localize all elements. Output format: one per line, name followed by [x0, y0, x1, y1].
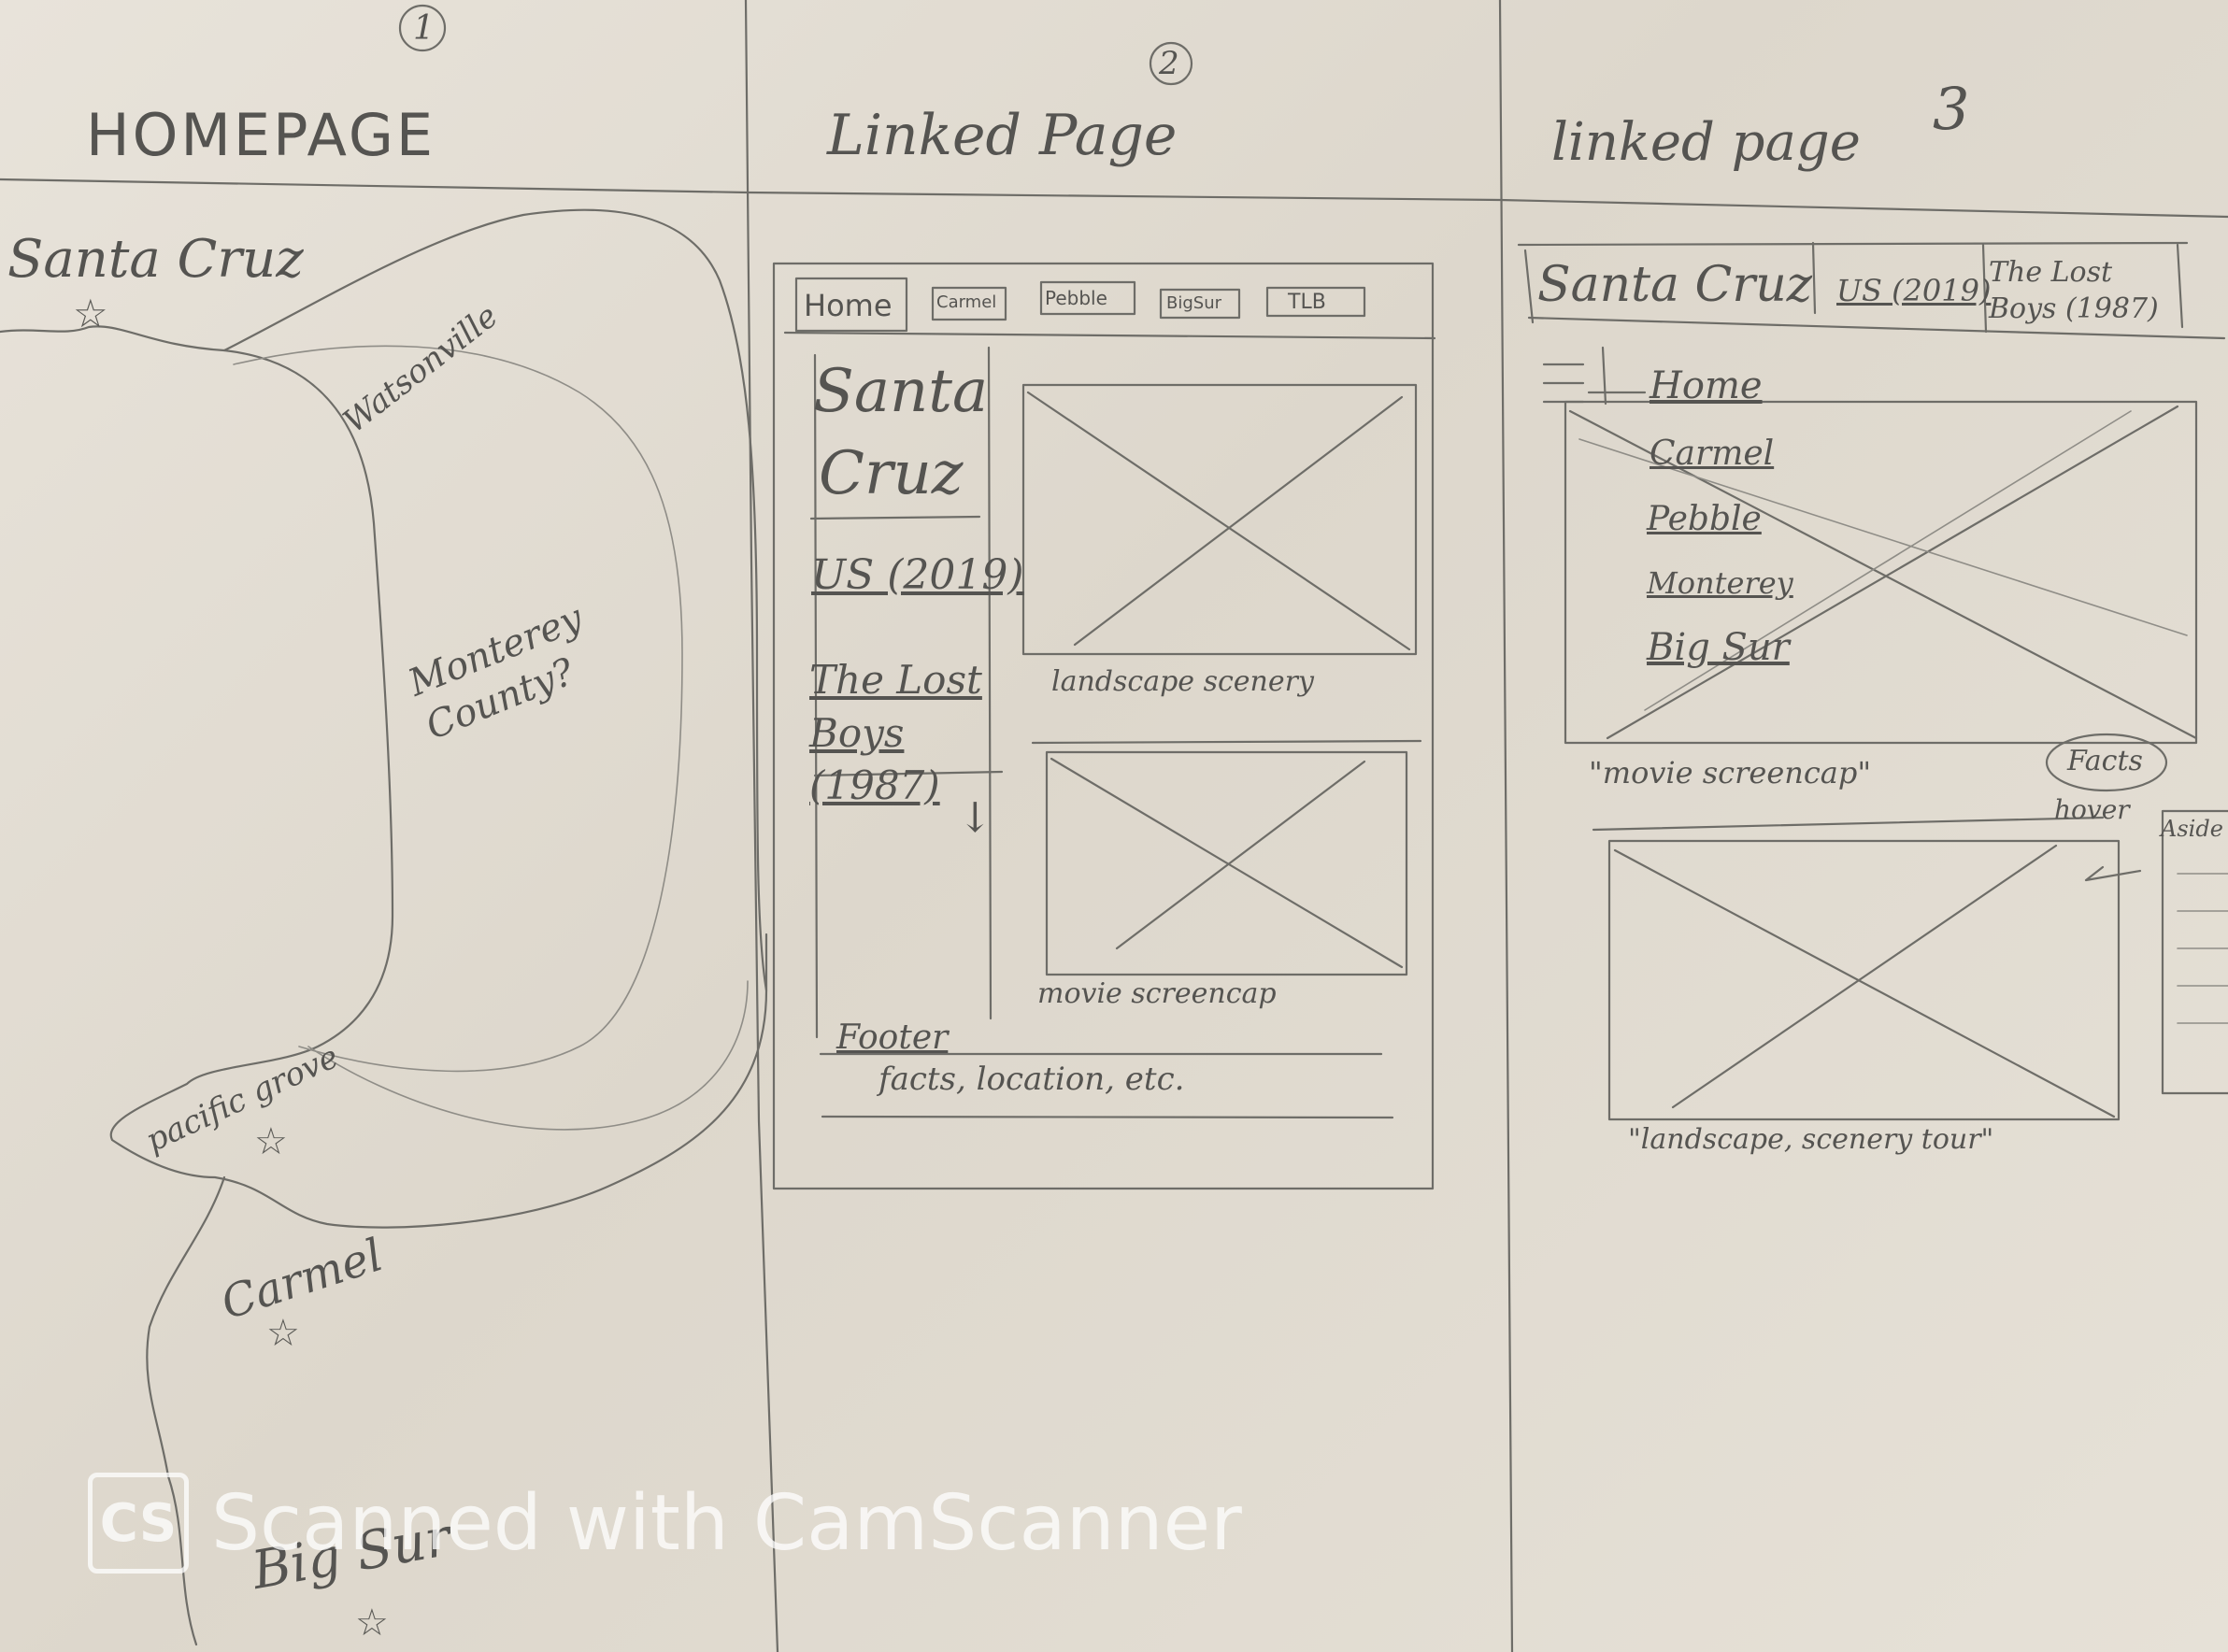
nav-tab-home[interactable]: Home [804, 288, 893, 323]
header-tab-santa-cruz[interactable]: Santa Cruz [1537, 257, 1813, 313]
panel3-title: linked page [1551, 112, 1861, 173]
menu-item-home[interactable]: Home [1650, 364, 1763, 407]
hamburger-menu-icon[interactable] [1540, 350, 1587, 406]
big-sur-star-icon: ☆ [355, 1602, 389, 1645]
nav-tab-tlb[interactable]: TLB [1288, 291, 1326, 314]
menu-item-pebble[interactable]: Pebble [1647, 500, 1762, 538]
scroll-down-arrow-icon: ↓ [958, 794, 993, 842]
nav-tab-big-sur[interactable]: BigSur [1166, 293, 1222, 313]
panel-divider-2 [1498, 0, 1514, 1652]
pacific-grove-star-icon: ☆ [254, 1120, 288, 1163]
header-tab-us[interactable]: US (2019) [1836, 273, 1992, 308]
sidebar-link-lost-boys[interactable]: The Lost Boys (1987) [809, 657, 982, 809]
header-rule [0, 178, 2228, 219]
facts-button[interactable]: Facts [2067, 745, 2143, 777]
panel2-title: Linked Page [827, 103, 1178, 168]
map-label-santa-cruz: Santa Cruz [7, 229, 304, 290]
panel3-wireframe [1517, 241, 2228, 1121]
panel2-number: 2 [1159, 45, 1179, 82]
image-caption-landscape-tour: "landscape, scenery tour" [1628, 1123, 1994, 1156]
map-outline [0, 208, 768, 1646]
sidebar-link-us[interactable]: US (2019) [811, 551, 1024, 599]
panel1-title: HOMEPAGE [86, 101, 436, 169]
sidebar-heading-line1: Santa [813, 357, 989, 426]
image-caption-movie-screencap: "movie screencap" [1589, 755, 1872, 790]
nav-tab-carmel[interactable]: Carmel [936, 292, 997, 312]
menu-item-big-sur[interactable]: Big Sur [1647, 626, 1790, 669]
menu-item-monterey[interactable]: Monterey [1647, 565, 1793, 601]
panel-divider-1 [744, 0, 779, 1652]
hover-note: hover [2054, 794, 2130, 825]
panel2-wireframe [772, 262, 1436, 1190]
menu-item-carmel[interactable]: Carmel [1650, 434, 1775, 473]
sidebar-heading-line2: Cruz [819, 439, 964, 508]
footer-title: Footer [836, 1018, 949, 1057]
carmel-star-icon: ☆ [266, 1312, 300, 1355]
panel2-number-circle [1149, 41, 1193, 86]
santa-cruz-star-icon: ☆ [73, 291, 108, 336]
header-tab-lost-boys[interactable]: The Lost Boys (1987) [1989, 256, 2159, 325]
camscanner-watermark: CS Scanned with CamScanner [88, 1473, 1242, 1574]
panel1-number: 1 [413, 9, 435, 48]
panel1-number-circle [398, 4, 447, 52]
footer-text: facts, location, etc. [878, 1061, 1185, 1098]
camscanner-text: Scanned with CamScanner [211, 1478, 1242, 1568]
nav-tab-pebble[interactable]: Pebble [1045, 287, 1107, 309]
image-caption-landscape: landscape scenery [1051, 665, 1314, 698]
image-caption-screencap: movie screencap [1037, 977, 1277, 1010]
aside-label: Aside [2161, 816, 2223, 842]
panel3-number: 3 [1933, 75, 1970, 143]
camscanner-logo-icon: CS [88, 1473, 189, 1574]
